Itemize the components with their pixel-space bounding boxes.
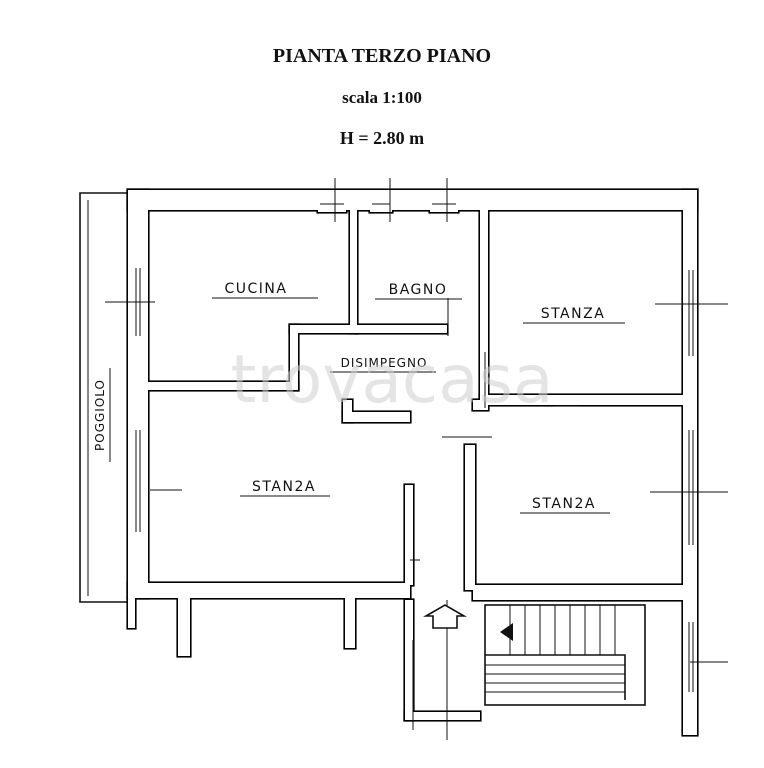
plan-title: PIANTA TERZO PIANO (273, 45, 491, 67)
poggiolo-label: POGGIOLO (93, 379, 107, 451)
watermark: trovacasa (230, 341, 553, 418)
window-left-2 (135, 430, 141, 532)
plan-height: H = 2.80 m (340, 128, 424, 148)
stairs-flight-divider (485, 654, 626, 700)
room-label-stanza-right: STAN2A (532, 496, 596, 512)
poggiolo-outline (79, 192, 128, 603)
entry-arrow-icon (423, 604, 467, 629)
window-right-1 (688, 270, 694, 356)
room-label-bagno: BAGNO (389, 282, 448, 298)
room-label-cucina: CUCINA (225, 281, 288, 297)
room-label-stanza-top-right: STANZA (541, 306, 606, 322)
window-right-3 (688, 622, 694, 692)
room-labels: CUCINA BAGNO STANZA DISIMPEGNO STAN2A ST… (212, 281, 625, 514)
windows (135, 203, 694, 692)
room-label-stanza-left: STAN2A (252, 479, 316, 495)
reference-lines (105, 178, 728, 740)
plan-scale: scala 1:100 (342, 88, 422, 107)
poggiolo: POGGIOLO (79, 192, 128, 603)
staircase (484, 604, 646, 706)
window-right-2 (688, 430, 694, 545)
stairs-direction-arrow-icon (500, 623, 513, 641)
room-label-disimpegno: DISIMPEGNO (341, 356, 428, 370)
